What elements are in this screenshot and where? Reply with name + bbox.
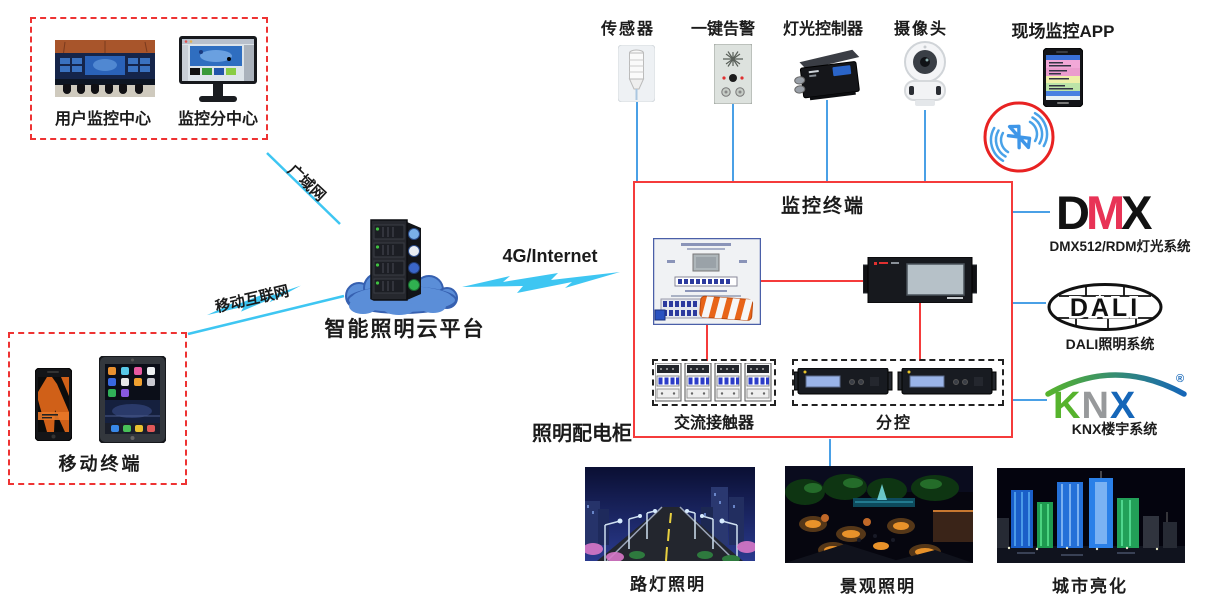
- alarm-label: 一键告警: [690, 21, 755, 38]
- dali-system-label: DALI照明系统: [1065, 336, 1155, 352]
- mobile-internet-label: 移动互联网: [213, 282, 291, 317]
- landscape-lighting-label: 景观照明: [840, 577, 916, 596]
- landscape-lighting-image: [785, 466, 973, 563]
- server-tower: [370, 219, 421, 301]
- dmx-system-label: DMX512/RDM灯光系统: [1049, 239, 1191, 254]
- light-controller-label: 灯光控制器: [782, 21, 863, 38]
- site-app-label: 现场监控APP: [1011, 22, 1115, 41]
- knx-logo: KNX ®: [1045, 372, 1187, 424]
- dmx-letter-m: M: [1085, 186, 1125, 239]
- tablet-image: [99, 356, 166, 443]
- smartphone-image: [35, 368, 72, 441]
- camera-image: [904, 41, 946, 106]
- dali-word: DALI: [1070, 294, 1140, 322]
- knx-letter-k: K: [1053, 385, 1081, 424]
- camera-label: 摄像头: [893, 21, 948, 38]
- internet-lightning-icon: [462, 272, 620, 293]
- mobile-terminal-label: 移动终端: [58, 454, 143, 474]
- wan-label: 广域网: [284, 161, 329, 205]
- site-app-phone-image: [1043, 48, 1083, 107]
- cabinet-label: 照明配电柜: [532, 423, 632, 445]
- mobile-terminal-group: 移动终端: [8, 332, 187, 485]
- knx-letter-x: X: [1110, 385, 1136, 424]
- dmx-logo: DMX: [1056, 186, 1153, 239]
- control-room-image: [55, 40, 155, 97]
- street-lighting-label: 路灯照明: [630, 575, 706, 594]
- internet-label: 4G/Internet: [502, 246, 598, 266]
- street-lighting-image: [585, 467, 755, 561]
- sensor-label: 传感器: [600, 21, 655, 38]
- subctrl-label: 分控: [875, 415, 912, 432]
- dmx-letter-x: X: [1121, 186, 1152, 239]
- subctrl-racks-image: [794, 368, 997, 395]
- knx-letter-n: N: [1081, 385, 1109, 424]
- cloud-platform-label: 智能照明云平台: [324, 318, 486, 341]
- bluetooth-icon: [983, 101, 1055, 173]
- dmx-letter-d: D: [1056, 186, 1090, 239]
- monitoring-terminal-box: [633, 181, 1013, 438]
- knx-registered-mark: ®: [1176, 373, 1184, 385]
- sensor-image: [618, 45, 655, 102]
- knx-system-label: KNX楼宇系统: [1071, 421, 1158, 437]
- monitoring-terminal-title: 监控终端: [780, 196, 865, 217]
- city-lighting-image: [997, 468, 1185, 563]
- contactor-label: 交流接触器: [673, 415, 754, 432]
- svg-text:KNX: KNX: [1053, 385, 1136, 424]
- branch-monitoring-center-label: 监控分中心: [177, 111, 258, 128]
- cloud-server-image: [345, 219, 458, 315]
- dali-logo: DALI: [1047, 283, 1163, 331]
- user-monitoring-center-label: 用户监控中心: [54, 111, 151, 128]
- rack-controller-image: [863, 257, 977, 303]
- city-lighting-label: 城市亮化: [1052, 577, 1128, 596]
- monitoring-center-group: 用户监控中心 监控分中心: [30, 17, 268, 140]
- light-controller-image: [794, 49, 860, 101]
- alarm-panel-image: [714, 44, 752, 104]
- concentrator-image: [653, 238, 761, 325]
- contactors-image: [655, 363, 772, 402]
- subctrl-group-box: [792, 359, 1004, 406]
- monitor-image: [179, 36, 257, 102]
- contactor-group-box: [652, 359, 776, 406]
